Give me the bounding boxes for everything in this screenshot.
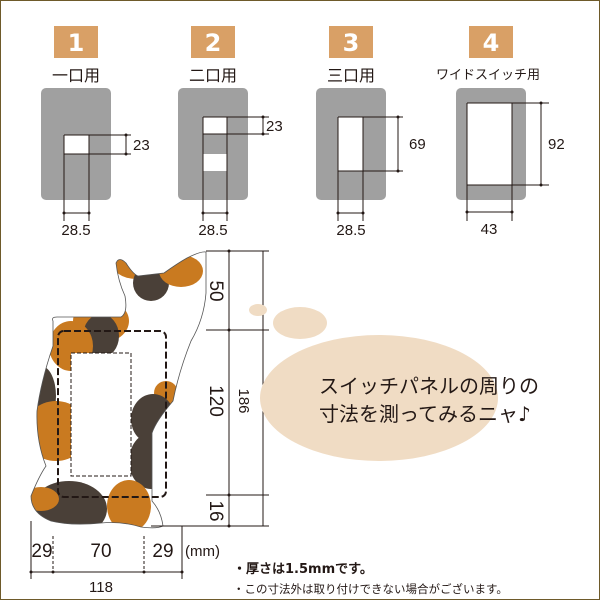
- dim-total-width: 118: [89, 579, 113, 596]
- panel-label: 一口用: [52, 66, 100, 85]
- badge-number: 4: [483, 29, 500, 57]
- thought-bubble: スイッチパネルの周りの 寸法を測ってみるニャ♪: [249, 304, 539, 461]
- badge-number: 2: [205, 29, 222, 57]
- dim-middle: 120: [205, 385, 226, 417]
- unit-label: (mm): [185, 543, 220, 560]
- switch-hole: [64, 135, 89, 154]
- width-label: 43: [481, 221, 498, 238]
- number-badge: [54, 26, 98, 58]
- width-label: 28.5: [198, 222, 227, 239]
- dim-right: 29: [152, 541, 173, 562]
- note-warning: ・この寸法外は取り付けできない場合がございます。: [233, 582, 508, 596]
- speech-line-1: スイッチパネルの周りの: [319, 374, 539, 398]
- width-label: 28.5: [61, 222, 90, 239]
- badge-number: 3: [343, 29, 360, 57]
- panel-3: 3 三口用 69 28.5: [316, 26, 426, 239]
- switch-hole-top: [203, 117, 227, 134]
- height-label: 23: [266, 118, 283, 135]
- switch-opening: [70, 352, 132, 477]
- horizontal-dimensions: 29 70 29 (mm) 118: [29, 521, 220, 596]
- panel-2: 2 二口用 23 28.5: [178, 26, 283, 239]
- dim-middle-width: 70: [90, 541, 111, 562]
- dim-bottom: 16: [205, 500, 226, 521]
- panel-4: 4 ワイドスイッチ用 92 43: [436, 26, 565, 238]
- dim-left: 29: [31, 541, 52, 562]
- panel-label: 三口用: [327, 66, 375, 85]
- note-thickness: ・厚さは1.5mmです。: [233, 561, 373, 577]
- width-label: 28.5: [336, 222, 365, 239]
- dim-total-height: 186: [235, 388, 252, 413]
- panel-label: ワイドスイッチ用: [436, 68, 540, 83]
- speech-line-2: 寸法を測ってみるニャ♪: [319, 402, 531, 426]
- badge-number: 1: [68, 29, 85, 57]
- height-label: 23: [133, 137, 150, 154]
- cat-switch-plate: [30, 251, 207, 529]
- height-label: 69: [409, 136, 426, 153]
- switch-panel-outline: [57, 330, 167, 498]
- panel-label: 二口用: [189, 66, 237, 85]
- panel-1: 1 一口用 23 28.5: [41, 26, 150, 239]
- switch-hole-bottom: [203, 154, 227, 171]
- dim-top: 50: [205, 280, 226, 301]
- height-label: 92: [548, 136, 565, 153]
